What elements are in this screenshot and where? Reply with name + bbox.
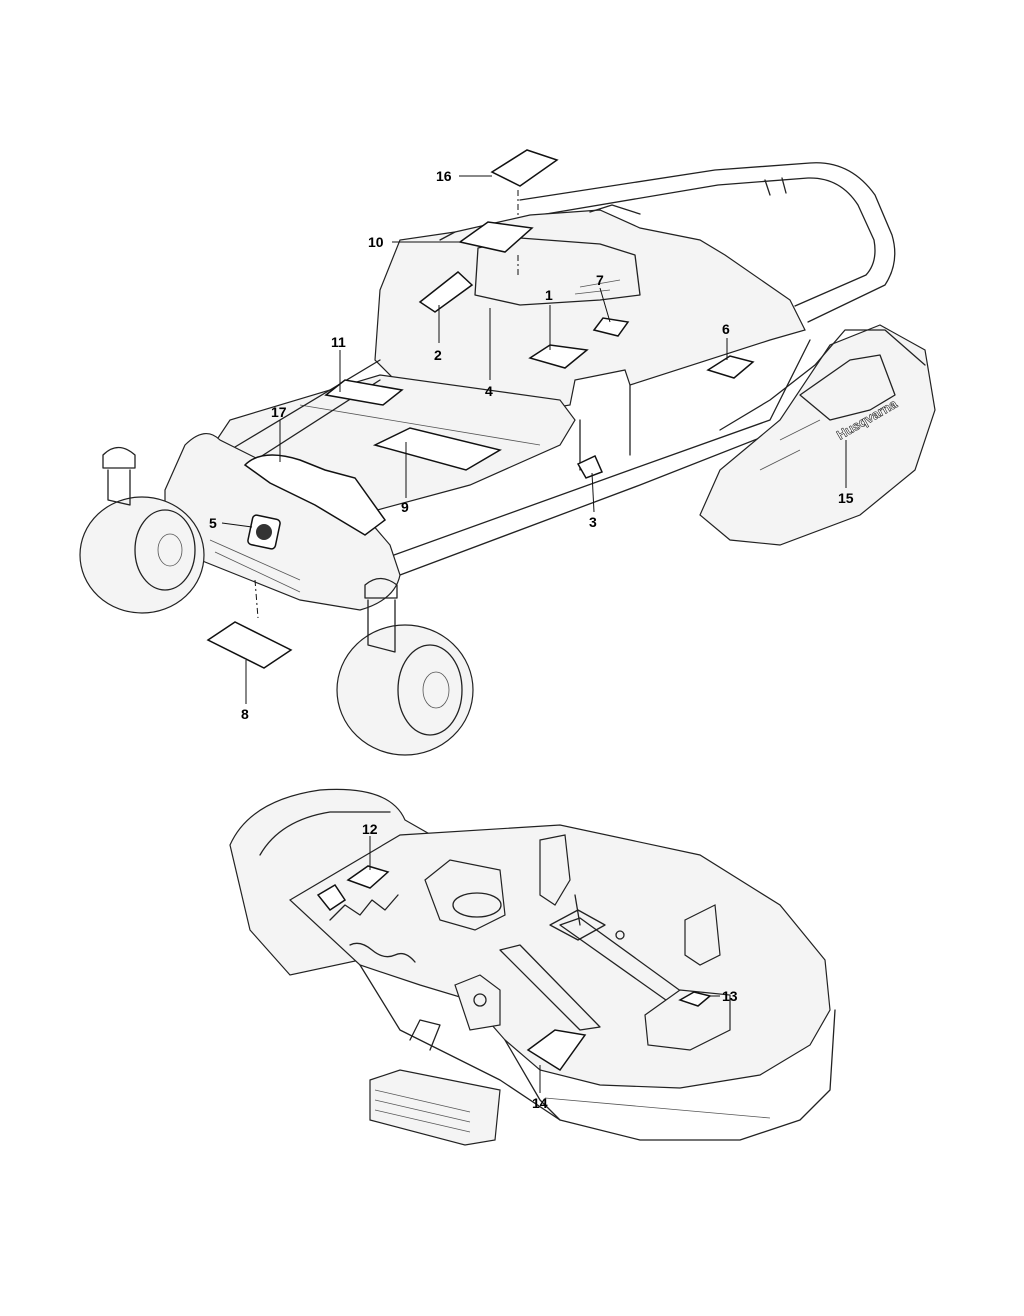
leader-lines [221,175,847,1093]
decal-7 [592,317,630,337]
decal-12 [346,865,390,889]
tractor-chassis: Husqvarna [79,162,936,756]
callout-17: 17 [271,404,287,420]
callout-14: 14 [532,1095,548,1111]
front-left-wheel [79,496,205,614]
callout-7: 7 [596,272,604,288]
decal-12-b [316,883,347,912]
callout-11: 11 [331,334,346,350]
decal-3 [576,454,604,479]
callout-13: 13 [722,988,738,1004]
callout-4: 4 [485,383,493,399]
callout-9: 9 [401,499,409,515]
decal-17 [243,454,387,536]
callout-1: 1 [545,287,553,303]
callout-6: 6 [722,321,730,337]
decal-10 [458,221,534,253]
callout-2: 2 [434,347,442,363]
decal-9 [372,427,502,471]
mower-deck [229,788,836,1146]
decal-2 [418,271,474,313]
decal-16 [490,149,559,187]
callout-numbers: 16 10 2 1 4 7 6 11 17 9 3 5 15 8 12 13 1… [209,168,854,1111]
callout-3: 3 [589,514,597,530]
crown-emblem-icon [256,524,272,540]
decals-lower [316,865,712,1072]
decal-1 [528,344,589,369]
callout-5: 5 [209,515,217,531]
decal-8 [206,621,293,669]
decal-6 [706,355,755,379]
callout-12: 12 [362,821,378,837]
callout-15: 15 [838,490,854,506]
decal-14 [526,1029,587,1072]
decal-11 [324,379,404,406]
callout-8: 8 [241,706,249,722]
callout-10: 10 [368,234,384,250]
decals-upper [206,149,755,669]
callout-16: 16 [436,168,452,184]
front-right-wheel [336,624,474,756]
